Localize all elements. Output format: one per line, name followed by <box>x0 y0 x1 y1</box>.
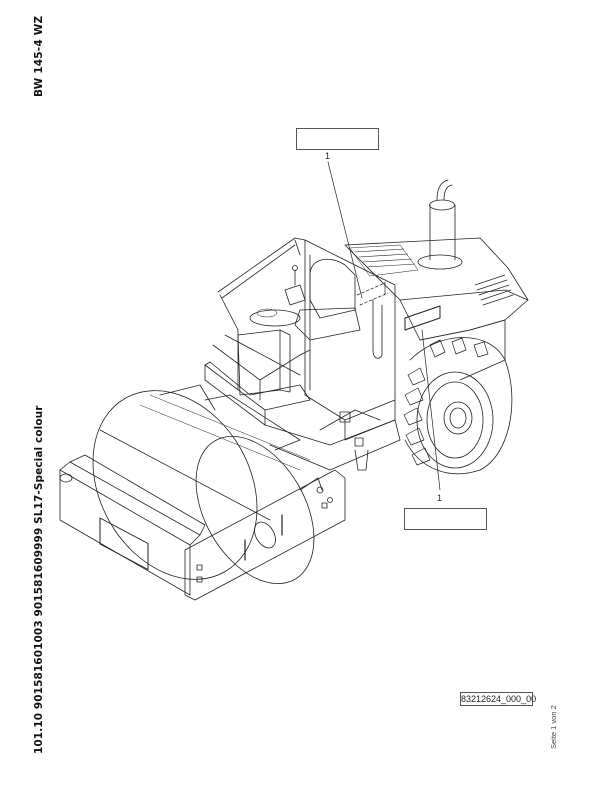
drum-mount <box>159 384 323 491</box>
configuration-caption: 101.10 901581601003 901581609999 SL17-Sp… <box>33 405 45 754</box>
dashed-indicator <box>356 282 386 296</box>
steering-wheel <box>249 309 301 327</box>
exhaust-pipe <box>417 179 463 270</box>
battery-box <box>204 329 311 426</box>
front-label-plate <box>99 517 149 571</box>
callout-number-bottom: 1 <box>437 493 443 503</box>
leader-line-top <box>327 161 363 299</box>
side-louvers <box>474 274 514 306</box>
callout-number-top: 1 <box>325 151 331 161</box>
page-indicator: Seite 1 von 2 <box>549 705 558 749</box>
joystick <box>284 269 306 306</box>
engine-hood <box>344 237 529 381</box>
callout-label-box-bottom <box>404 508 487 530</box>
leader-line-bottom <box>421 329 441 491</box>
vent-grille <box>349 244 419 277</box>
callout-label-box-top <box>296 128 379 150</box>
drum-frame <box>59 454 346 601</box>
front-drum <box>92 390 315 585</box>
hood-label-plate <box>404 305 441 331</box>
operator-seat <box>309 258 356 319</box>
drawing-number: 83212624_000_00 <box>460 692 537 706</box>
operator-platform <box>249 239 396 441</box>
callout-leaders <box>327 161 441 491</box>
railing <box>212 237 311 401</box>
model-code: BW 145-4 WZ <box>33 15 45 97</box>
rear-wheel <box>403 337 513 475</box>
articulation-frame <box>264 409 401 471</box>
